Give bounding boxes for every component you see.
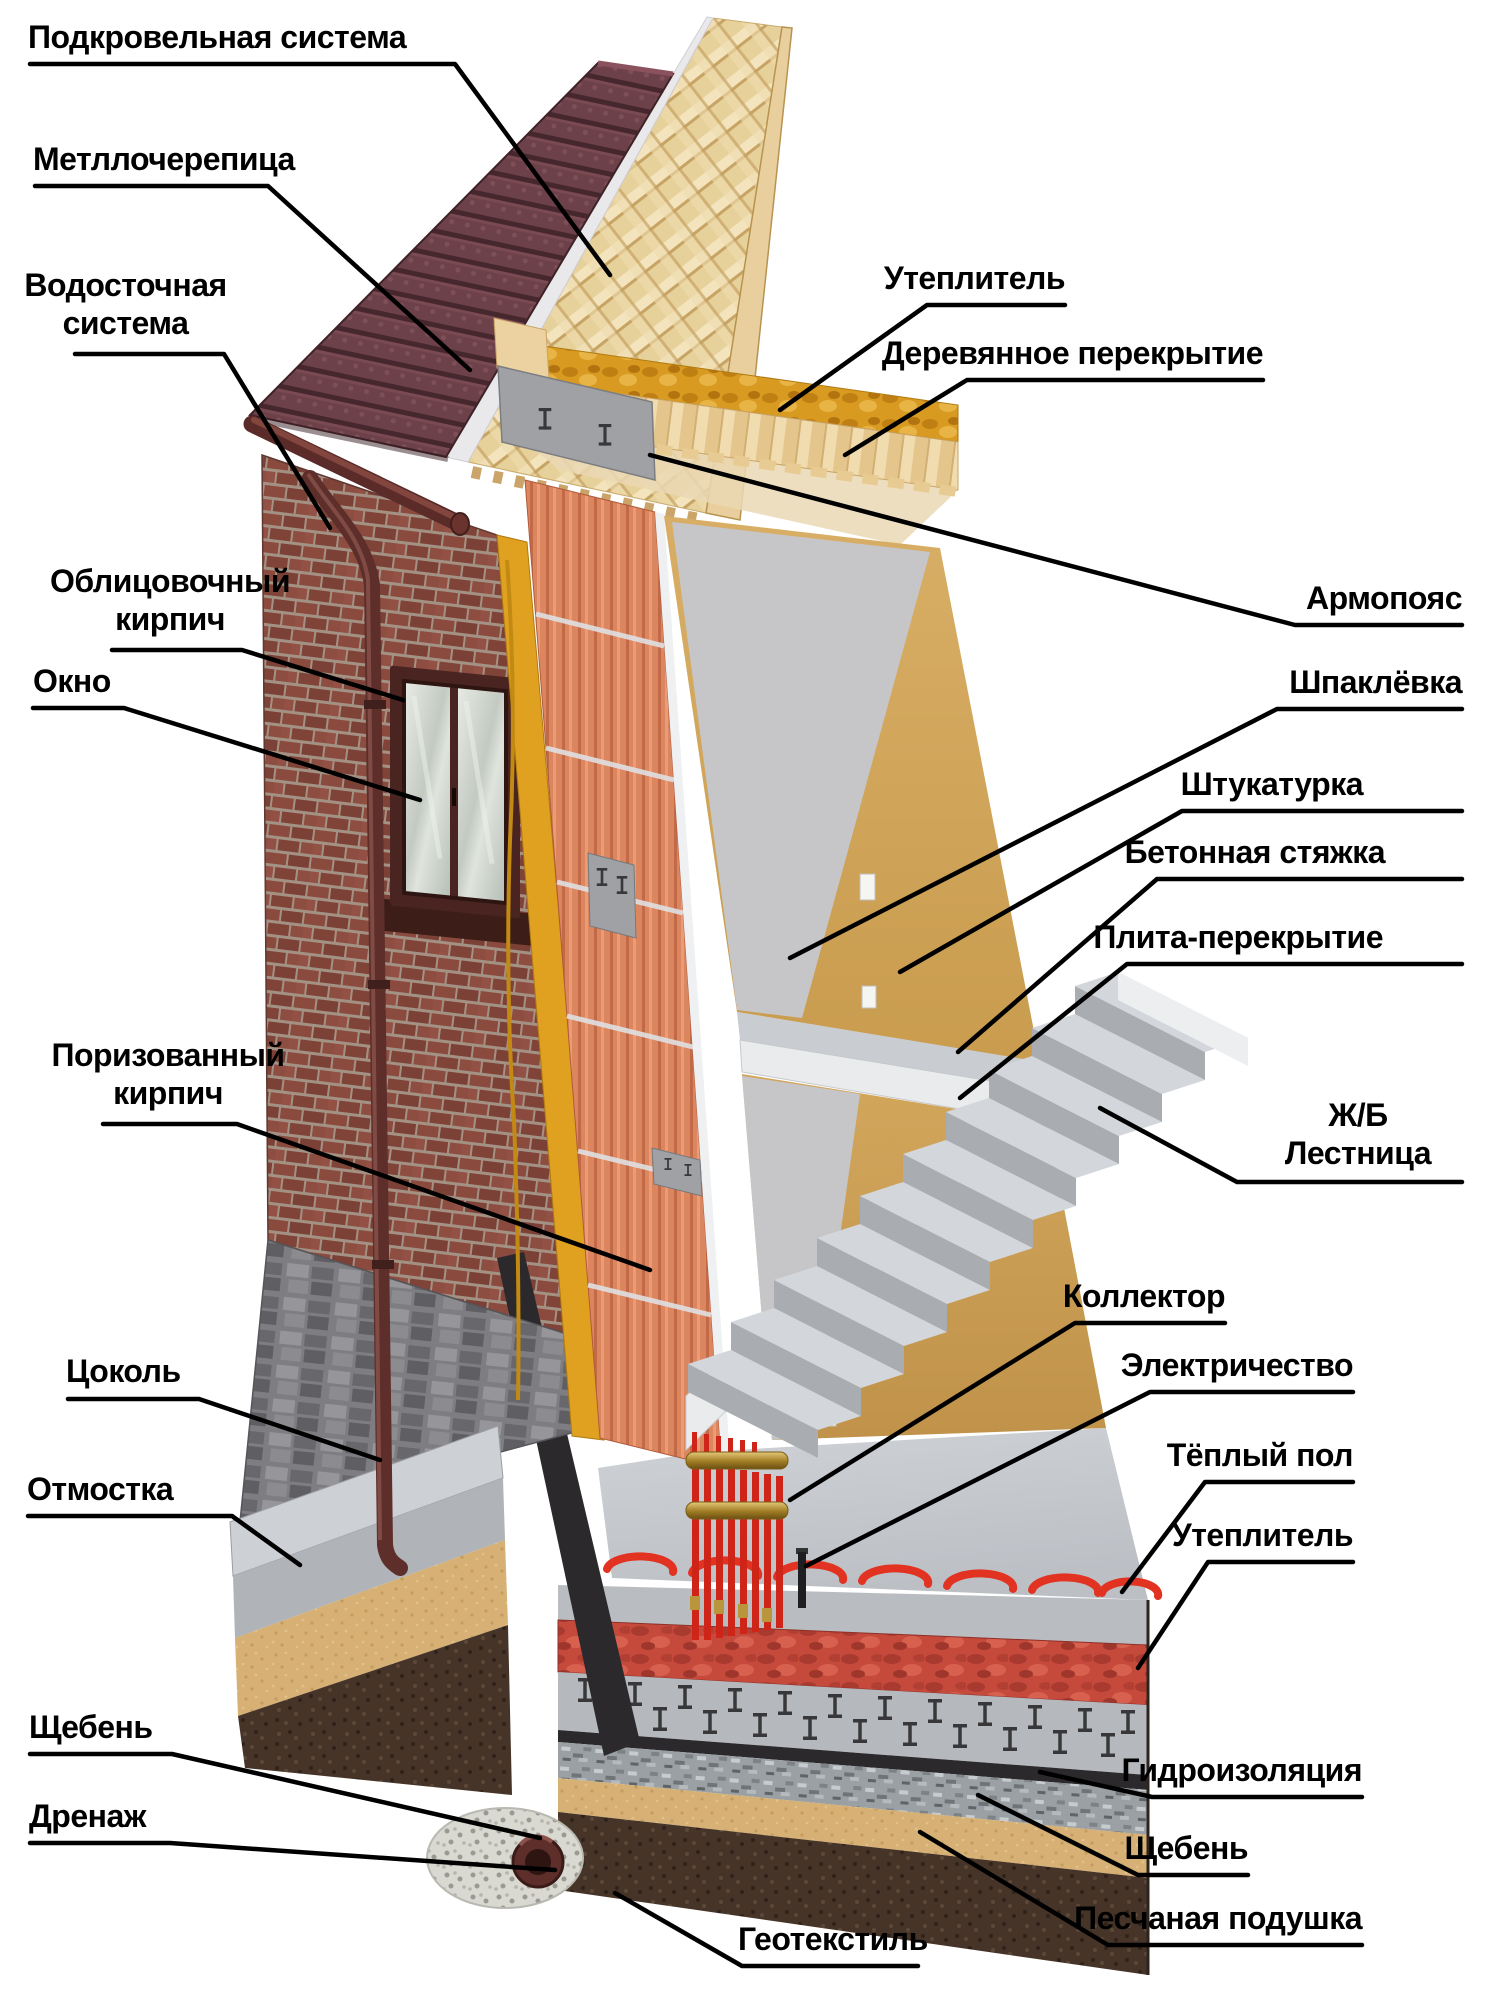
leader-tsokol <box>65 1396 383 1463</box>
left-sand-band <box>235 1540 508 1716</box>
wall-section <box>496 479 731 1470</box>
upper-wall-putty-grey <box>672 522 930 1018</box>
label-betonnaya-styazhka: Бетонная стяжка <box>1124 834 1386 870</box>
leader-vodostochnaya <box>72 351 333 531</box>
armopoyas-band <box>497 365 656 481</box>
label-uteplitel-pol: Утеплитель <box>1171 1517 1354 1553</box>
leader-shtukaturka <box>897 808 1465 975</box>
blind-area-face <box>233 1478 505 1638</box>
leader-derevyannoe <box>842 377 1266 458</box>
gutter <box>243 415 467 532</box>
stair-landing-edge <box>1118 972 1248 1066</box>
soil-layer <box>558 1812 1148 1975</box>
window-glass-right <box>458 688 504 901</box>
cut-edge-strip <box>655 512 731 1470</box>
label-tsokol: Цоколь <box>66 1353 181 1389</box>
rafter-tails <box>470 466 710 527</box>
ground-floor-surface <box>598 1428 1148 1600</box>
label-okno: Окно <box>33 663 111 699</box>
tile-top-edge <box>597 60 674 77</box>
label-armopoyas: Армопояс <box>1306 580 1462 616</box>
label-vodostochnaya-sistema: Водосточная система <box>24 267 227 342</box>
label-gidroizolyatsiya: Гидроизоляция <box>1121 1752 1363 1788</box>
label-porizovanny-kirpich: Поризованный кирпич <box>51 1037 285 1112</box>
leader-podkrovelnaya <box>27 61 613 278</box>
leader-shcheben-right <box>975 1792 1251 1878</box>
basement-group <box>229 1239 584 1909</box>
wall-outlet-2 <box>861 985 877 1009</box>
leader-otmostka <box>25 1513 303 1568</box>
window-glass-left <box>406 683 450 896</box>
mid-slab-top <box>737 1012 1046 1090</box>
label-zhb-lestnitsa: Ж/Б Лестница <box>1284 1097 1432 1172</box>
label-teply-pol: Тёплый пол <box>1166 1437 1354 1473</box>
collector <box>685 1432 789 1640</box>
leader-betonnaya <box>955 876 1465 1055</box>
interior-group <box>664 516 1106 1440</box>
sand-cushion-layer <box>558 1778 1148 1878</box>
leader-lines <box>25 61 1465 1969</box>
label-plita-perekrytie: Плита-перекрытие <box>1093 919 1383 955</box>
label-elektrichestvo: Электричество <box>1120 1347 1354 1383</box>
label-shcheben-right: Щебень <box>1124 1830 1248 1866</box>
leader-shpaklevka <box>787 706 1465 961</box>
collector-bar-bottom <box>685 1501 789 1520</box>
leader-peschanaya <box>917 1829 1365 1948</box>
label-shtukaturka: Штукатурка <box>1180 766 1364 802</box>
concrete-rebar-band <box>558 1672 1148 1775</box>
leader-teply-pol <box>1119 1479 1356 1595</box>
leader-uteplitel-pol <box>1135 1559 1356 1671</box>
label-geotekstil: Геотекстиль <box>738 1921 928 1957</box>
leader-plita <box>957 961 1465 1101</box>
left-soil-band <box>238 1625 512 1795</box>
gravel-layer <box>558 1742 1148 1835</box>
leader-elektrichestvo <box>803 1389 1356 1569</box>
electric-conduit <box>796 1548 808 1608</box>
leader-oblitsovochny <box>109 647 406 703</box>
wall-insulation-strip <box>496 534 605 1441</box>
pipe-bracket <box>364 700 386 709</box>
label-kollektor: Коллектор <box>1062 1278 1226 1314</box>
window-group <box>384 665 532 946</box>
leader-metallocherepitsa <box>32 183 473 373</box>
foundation-layers <box>557 1428 1150 1975</box>
window-handle <box>452 787 456 807</box>
wall-outlet-1 <box>859 873 876 901</box>
leader-porizovanny <box>100 1121 653 1273</box>
leader-uteplitel-roof <box>777 302 1068 413</box>
leader-drenazh <box>27 1840 558 1873</box>
hydro-membrane-layer <box>558 1730 1148 1790</box>
leader-zhb <box>1097 1105 1465 1185</box>
leader-okno <box>30 705 423 803</box>
label-derevyannoe-perekrytie: Деревянное перекрытие <box>881 335 1264 371</box>
pipe-bracket <box>368 980 390 989</box>
label-metallocherepitsa: Метллочерепица <box>33 141 295 177</box>
label-uteplitel-roof: Утеплитель <box>883 260 1066 296</box>
leader-gidroizolyatsiya <box>1037 1769 1365 1800</box>
label-otmostka: Отмостка <box>27 1471 174 1507</box>
label-shcheben-left: Щебень <box>29 1709 153 1745</box>
collector-bar-top <box>685 1451 789 1470</box>
label-drenazh: Дренаж <box>29 1798 146 1834</box>
leader-kollektor <box>787 1320 1228 1503</box>
label-oblitsovochny-kirpich: Облицовочный кирпич <box>50 563 290 638</box>
collector-pipes <box>690 1432 783 1640</box>
leader-shcheben-left <box>27 1751 543 1841</box>
eaves-shadow <box>249 415 449 462</box>
leader-armopoyas <box>647 452 1465 628</box>
label-shpaklevka: Шпаклёвка <box>1289 664 1462 700</box>
label-peschanaya-podushka: Песчаная подушка <box>1074 1900 1362 1936</box>
label-podkrovelnaya-sistema: Подкровельная система <box>28 19 407 55</box>
anchor-plate-low <box>651 1147 703 1197</box>
pipe-bracket <box>372 1260 394 1269</box>
leader-geotekstil <box>612 1890 921 1969</box>
anchor-plate-mid <box>587 852 637 939</box>
gutter-downpipe <box>243 415 470 1576</box>
